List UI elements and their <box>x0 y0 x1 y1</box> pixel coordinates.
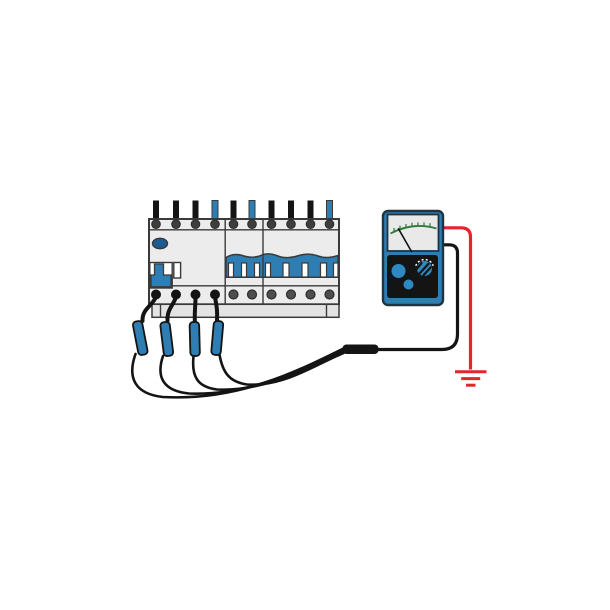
top-terminals <box>151 219 335 229</box>
supply-wire-10 <box>326 200 333 220</box>
probe-wire-top-1 <box>140 295 158 323</box>
earth-lead <box>443 226 487 387</box>
top-terminal-4 <box>210 219 220 229</box>
rcd-toggle-lever <box>150 263 172 288</box>
top-wires <box>153 200 333 220</box>
meter-rotary-dial <box>415 258 434 277</box>
lead-wire-2 <box>159 348 345 395</box>
probe-wire-top-4 <box>213 295 220 323</box>
dial-stripe <box>422 266 432 277</box>
supply-wire-3 <box>192 200 199 220</box>
supply-wire-1 <box>153 200 159 220</box>
meter-scale-ticks <box>393 222 431 232</box>
toggle-slot <box>253 262 261 278</box>
bottom-terminal-9 <box>305 289 316 300</box>
probe-wire-top-2 <box>165 295 178 323</box>
top-terminal-1 <box>151 219 161 229</box>
top-terminal-8 <box>286 219 296 229</box>
test-probe-1 <box>132 320 149 356</box>
rcd-test-slot <box>173 261 182 279</box>
top-terminal-7 <box>266 219 277 229</box>
top-terminal-2 <box>171 219 181 229</box>
meter-display <box>386 213 440 252</box>
meter-button-large <box>391 264 406 278</box>
top-terminal-9 <box>305 219 316 229</box>
supply-wire-9 <box>307 200 314 220</box>
lead-wire-4 <box>218 351 345 386</box>
top-terminal-10 <box>324 219 335 229</box>
top-terminal-6 <box>247 219 257 229</box>
supply-wire-6 <box>248 200 256 220</box>
insulation-tester <box>381 209 445 307</box>
dial-stripe <box>418 262 430 275</box>
supply-wire-5 <box>230 200 237 220</box>
meter-test-lead-wire <box>376 243 460 352</box>
test-probe-3 <box>188 321 201 357</box>
test-probe-4 <box>210 320 225 356</box>
toggle-slot <box>319 262 328 278</box>
bottom-terminal-8 <box>285 289 297 300</box>
rcd-indicator-light <box>151 237 169 250</box>
top-terminal-5 <box>228 219 239 229</box>
toggle-slot <box>227 262 235 278</box>
supply-wire-7 <box>268 200 275 220</box>
supply-wire-4 <box>211 200 219 220</box>
bottom-terminal-10 <box>324 289 335 300</box>
earth-ground-symbol <box>455 370 487 387</box>
meter-earth-wire <box>443 226 473 370</box>
supply-wire-8 <box>288 200 294 220</box>
dial-stripe <box>415 262 423 270</box>
top-terminal-3 <box>190 219 201 229</box>
toggle-slot <box>332 262 339 278</box>
test-leads <box>131 243 460 399</box>
bottom-terminal-7 <box>266 289 277 300</box>
lead-wire-3 <box>191 350 345 391</box>
din-rail <box>151 303 340 319</box>
meter-scale-arc <box>390 225 437 235</box>
breaker-panel <box>148 200 340 319</box>
lead-bundle-sleeve <box>342 344 379 354</box>
toggle-slot <box>240 262 248 278</box>
probe-wire-top-3 <box>192 295 198 323</box>
test-probe-2 <box>159 321 175 357</box>
bottom-terminal-5 <box>228 289 239 300</box>
toggle-slots <box>227 262 339 278</box>
toggle-slot <box>264 262 272 278</box>
meter-needle <box>397 228 413 253</box>
toggle-slot <box>282 262 290 278</box>
bottom-terminal-6 <box>246 289 258 300</box>
meter-button-small <box>403 279 414 290</box>
supply-wire-2 <box>173 200 179 220</box>
toggle-slot <box>301 262 309 278</box>
